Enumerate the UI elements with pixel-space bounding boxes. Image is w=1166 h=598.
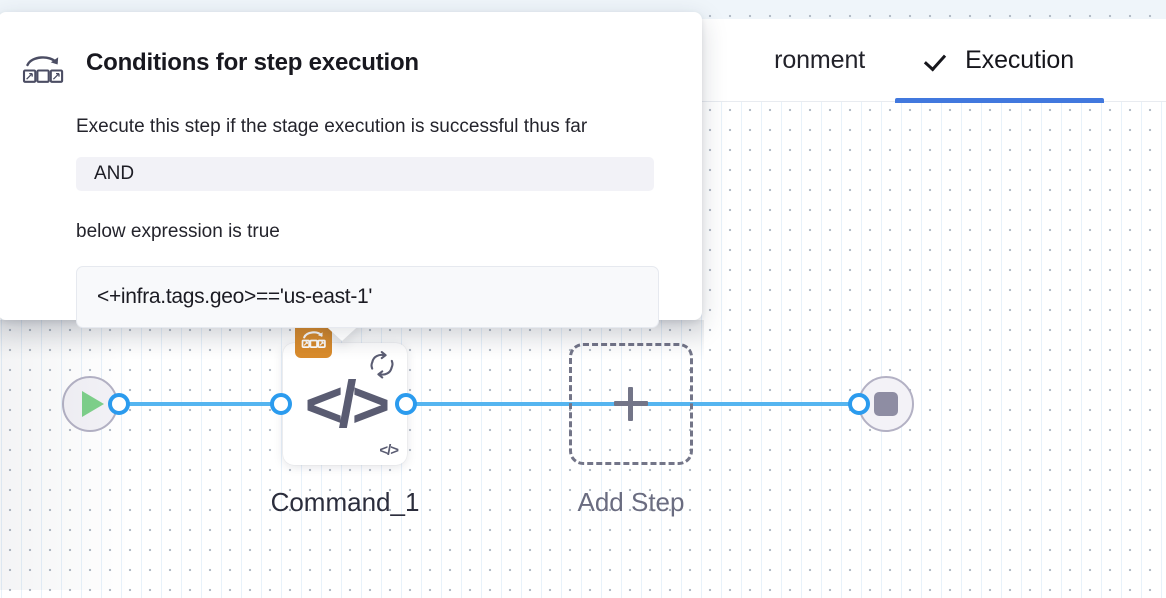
port-end-input[interactable] xyxy=(848,393,870,415)
checkmark-icon xyxy=(925,47,951,73)
add-step-button[interactable] xyxy=(569,343,693,465)
retry-loop-icon xyxy=(365,348,399,382)
popover-header: Conditions for step execution xyxy=(16,42,666,86)
port-command-output[interactable] xyxy=(395,393,417,415)
stop-icon xyxy=(874,392,898,416)
play-icon xyxy=(82,391,104,417)
popover-condition-text: below expression is true xyxy=(76,220,280,242)
port-start-output[interactable] xyxy=(108,393,130,415)
add-step-label: Add Step xyxy=(577,487,685,517)
expression-input[interactable]: <+infra.tags.geo>=='us-east-1' xyxy=(76,265,659,328)
step-node-command-label: Command_1 xyxy=(270,487,420,517)
tab-execution[interactable]: Execution xyxy=(895,19,1104,103)
popover-body: Execute this step if the stage execution… xyxy=(16,115,666,328)
conditional-execution-icon xyxy=(22,52,64,86)
tab-execution-label: Execution xyxy=(965,45,1074,74)
expression-value: <+infra.tags.geo>=='us-east-1' xyxy=(97,284,373,308)
tab-active-underline xyxy=(895,97,1104,103)
code-brackets-icon: </> xyxy=(304,367,390,441)
condition-operator-value: AND xyxy=(94,162,135,184)
tab-environment[interactable]: ronment xyxy=(744,19,895,102)
step-conditions-popover: Conditions for step execution Execute th… xyxy=(0,12,702,328)
plus-icon xyxy=(614,387,648,421)
condition-operator-select[interactable]: AND xyxy=(76,156,654,191)
popover-description: Execute this step if the stage execution… xyxy=(76,116,588,137)
popover-title: Conditions for step execution xyxy=(86,49,419,76)
code-brackets-mini-icon: </> xyxy=(379,442,399,459)
tab-environment-label: ronment xyxy=(774,45,866,74)
step-node-command[interactable]: </> </> xyxy=(283,321,407,465)
port-command-input[interactable] xyxy=(270,393,292,415)
connector-start-to-command xyxy=(112,402,292,406)
